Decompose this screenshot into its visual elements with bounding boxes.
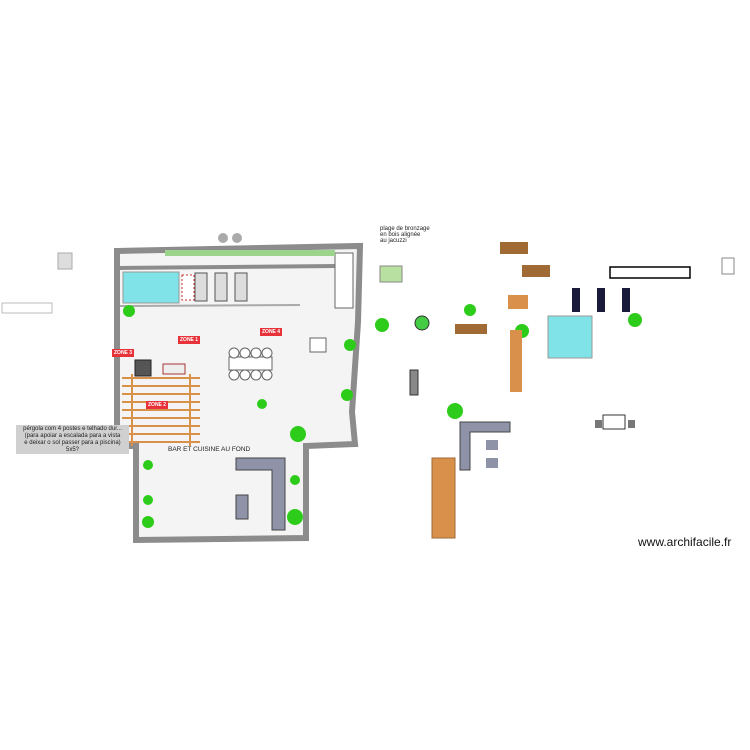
stair-steps	[309, 337, 327, 353]
plants	[123, 304, 642, 528]
shelf	[721, 257, 735, 275]
shower	[181, 274, 195, 301]
zone-badge-4: ZONE 4	[260, 328, 283, 336]
pool	[122, 271, 180, 304]
jacuzzi	[547, 315, 593, 359]
decor-circle	[218, 233, 228, 243]
bbq	[134, 359, 152, 377]
outdoor-table	[602, 414, 626, 430]
note-line: au jacuzzi	[380, 238, 407, 244]
stairs	[334, 252, 354, 309]
note-line: pérgola com 4 postes e telhado dur...	[23, 426, 122, 432]
trash	[409, 369, 419, 396]
pergola-note: pérgola com 4 postes e telhado dur... (p…	[16, 425, 129, 454]
kitchen-island	[235, 494, 249, 520]
planter-top	[165, 250, 335, 256]
zone-badge-3: ZONE 3	[112, 349, 135, 357]
lounger-dark	[572, 288, 580, 312]
l-sofa	[459, 421, 511, 471]
bar-label: BAR ET CUISINE AU FOND	[168, 446, 251, 453]
zone-badge-1: ZONE 1	[178, 336, 201, 344]
dining-table	[228, 356, 273, 371]
wood-bench	[508, 295, 528, 309]
chair	[628, 420, 635, 428]
garden-bed	[379, 265, 403, 283]
wood-deck	[431, 457, 456, 539]
deck-note: plage de bronzage en bois alignée au jac…	[380, 226, 430, 244]
decor-circle	[232, 233, 242, 243]
pouf	[486, 440, 498, 450]
wood-table	[522, 265, 550, 277]
note-line: 5x5?	[65, 447, 79, 453]
tree	[414, 315, 430, 331]
note-line: e deixar o sol passer para a piscina)	[24, 440, 121, 446]
building-walls	[114, 242, 364, 544]
wood-bench	[510, 330, 522, 392]
note-line: plage de bronzage	[380, 226, 430, 232]
inner-wall	[119, 264, 339, 270]
lounger	[194, 272, 208, 302]
kitchen-counter	[235, 457, 286, 531]
watermark: www.archifacile.fr	[638, 535, 732, 549]
wood-bench	[455, 324, 487, 334]
kitchen-unit	[162, 363, 186, 375]
shelf	[57, 252, 73, 270]
pouf	[486, 458, 498, 468]
dining-chairs	[228, 347, 273, 381]
lounger-dark	[597, 288, 605, 312]
side-table	[1, 302, 53, 314]
note-line: en bois alignée	[380, 232, 421, 238]
lounger	[214, 272, 228, 302]
lounger	[234, 272, 248, 302]
lounger-dark	[622, 288, 630, 312]
inner-wall	[119, 304, 301, 307]
wood-table	[500, 242, 528, 254]
deck-shelf	[609, 266, 691, 279]
zone-badge-2: ZONE 2	[146, 401, 169, 409]
note-line: (para apoiar a escalada para a vista	[24, 433, 121, 439]
chair	[595, 420, 602, 428]
